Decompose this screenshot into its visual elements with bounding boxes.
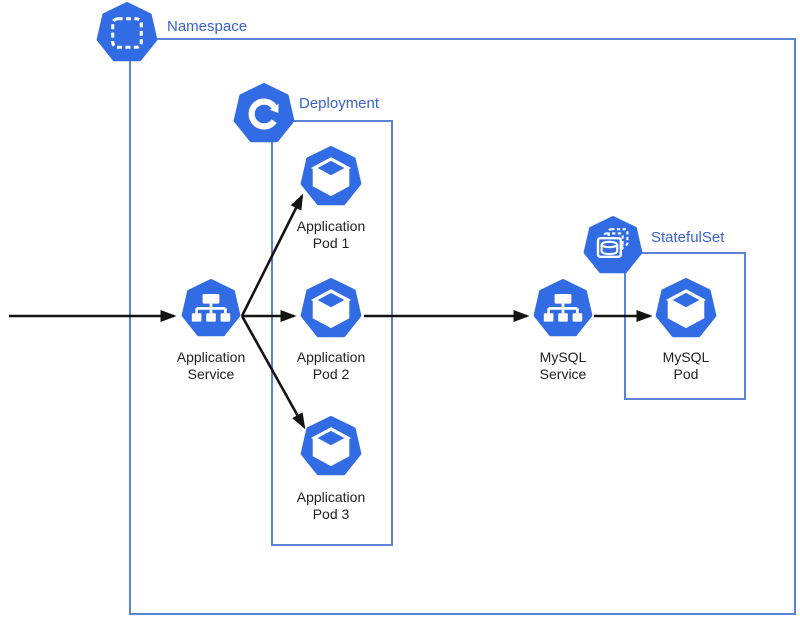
service-icon — [533, 279, 593, 339]
mysql-service-label: MySQL Service — [503, 349, 623, 383]
deployment-icon — [233, 83, 295, 145]
app-service-label-line1: Application — [176, 349, 246, 365]
statefulset-icon — [583, 216, 643, 276]
statefulset-boundary-box — [624, 252, 746, 400]
mysql-pod-label-line2: Pod — [673, 366, 699, 382]
app-pod-2-label: Application Pod 2 — [271, 349, 391, 383]
pod-icon — [300, 416, 362, 478]
mysql-pod-label: MySQL Pod — [626, 349, 746, 383]
app-pod-1-label-line2: Pod 1 — [312, 235, 350, 251]
mysql-service-label-line2: Service — [539, 366, 587, 382]
mysql-pod-label-line1: MySQL — [662, 349, 710, 365]
deployment-label: Deployment — [299, 95, 380, 112]
app-pod-2-label-line2: Pod 2 — [312, 366, 350, 382]
app-pod-1-label: Application Pod 1 — [271, 218, 391, 252]
pod-icon — [655, 278, 717, 340]
pod-icon — [300, 146, 362, 208]
namespace-icon — [96, 2, 158, 64]
namespace-label: Namespace — [167, 18, 248, 35]
app-pod-1-label-line1: Application — [296, 218, 366, 234]
app-service-label: Application Service — [151, 349, 271, 383]
namespace-boundary-box — [129, 38, 796, 615]
app-service-label-line2: Service — [187, 366, 235, 382]
mysql-service-label-line1: MySQL — [539, 349, 587, 365]
statefulset-label: StatefulSet — [651, 229, 725, 246]
app-pod-3-label: Application Pod 3 — [271, 489, 391, 523]
app-pod-3-label-line1: Application — [296, 489, 366, 505]
app-pod-2-label-line1: Application — [296, 349, 366, 365]
pod-icon — [300, 278, 362, 340]
service-icon — [181, 279, 241, 339]
app-pod-3-label-line2: Pod 3 — [312, 506, 350, 522]
